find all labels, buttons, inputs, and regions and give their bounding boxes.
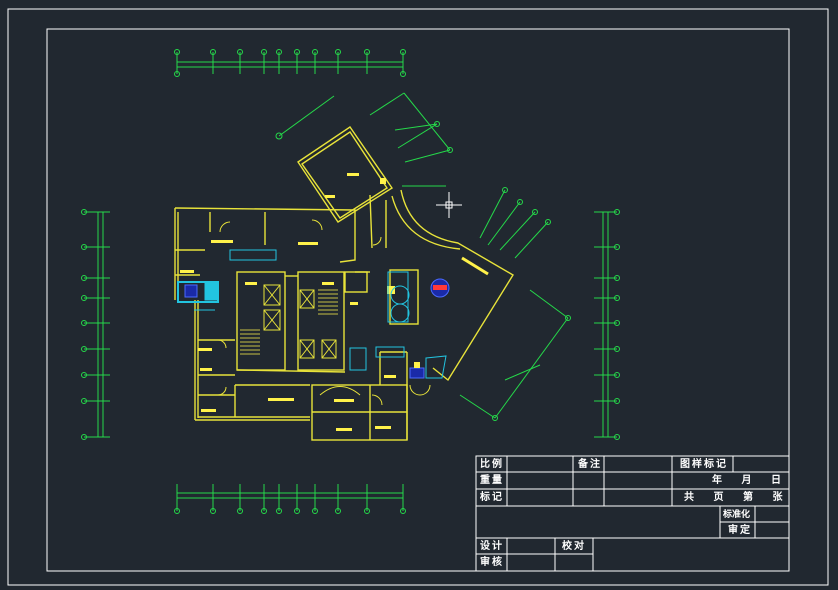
drawing-frame [46, 28, 790, 572]
date-label: 年 月 日 [712, 475, 789, 486]
angled-dimension-lines [275, 92, 571, 421]
design-label: 设计 [480, 541, 504, 552]
mark-label: 标记 [480, 492, 504, 503]
fire-symbol-icon [430, 278, 450, 298]
stair-hatching [240, 289, 338, 355]
outer-border [7, 8, 829, 586]
weight-label: 重量 [480, 475, 504, 486]
title-block [475, 455, 790, 572]
elevator-shafts [263, 284, 337, 359]
crosshair-cursor-icon [436, 192, 462, 218]
bottom-dimension-chain [174, 484, 406, 514]
door-swings [217, 219, 431, 406]
sheet-label: 共 页 第 张 [684, 492, 791, 503]
top-dimension-chain [174, 49, 406, 77]
room-tags [180, 173, 396, 431]
reception-symbol-icon [409, 362, 425, 379]
info-symbol-icon [184, 284, 198, 298]
building-walls [174, 126, 514, 441]
scale-label: 比例 [480, 459, 504, 470]
left-dimension-chain [81, 209, 110, 440]
fixtures [177, 249, 447, 379]
standardization-label: 标准化 [723, 510, 751, 520]
check-label: 审核 [480, 557, 504, 568]
right-dimension-chain [594, 209, 620, 440]
room-tag-diagonal [461, 256, 489, 276]
review-label: 审定 [728, 525, 752, 536]
remark-label: 备注 [578, 459, 602, 470]
proofread-label: 校对 [562, 541, 586, 552]
drawing-mark-label: 图样标记 [680, 459, 728, 470]
